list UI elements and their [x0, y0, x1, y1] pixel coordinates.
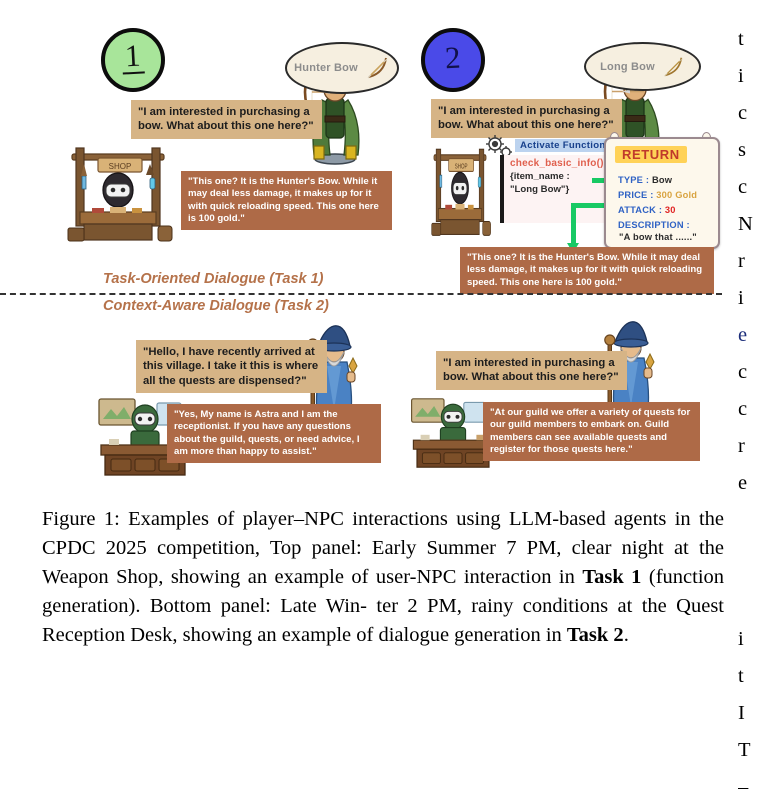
- right-column-line-12: r: [738, 435, 745, 457]
- return-value-attack: 30: [664, 205, 676, 215]
- right-column-line-11: c: [738, 398, 748, 420]
- bow-icon: [664, 57, 683, 77]
- right-column-line-13: e: [738, 472, 748, 494]
- caption-line-7-pre: showing an example of dialogue generatio…: [182, 624, 567, 647]
- right-column-line-16: I: [738, 702, 745, 724]
- merchant-stall-icon: SHOP: [431, 148, 491, 236]
- caption-task-1-bold: Task 1: [582, 566, 642, 589]
- function-arg-line-2: "Long Bow"}: [510, 184, 570, 195]
- panel-2-user-dialogue: "I am interested in purchasing a bow. Wh…: [431, 99, 622, 138]
- function-call-body: check_basic_info() {item_name : "Long Bo…: [500, 155, 620, 223]
- return-row-price: PRICE : 300 Gold: [618, 190, 697, 200]
- return-key-attack: ATTACK :: [618, 205, 663, 215]
- task-1-label: Task-Oriented Dialogue (Task 1): [103, 271, 324, 287]
- return-value-price: 300 Gold: [656, 190, 698, 200]
- figure-1-graphic: 1 Hunter Bow "I am: [0, 28, 722, 476]
- function-name: check_basic_info(): [510, 158, 604, 169]
- panel-2-item-label: Long Bow: [600, 60, 655, 73]
- right-column-line-6: N: [738, 213, 753, 235]
- right-column-line-18: –: [738, 776, 749, 792]
- arrow-return-to-dialogue-v: [571, 203, 576, 245]
- panel-2-number-badge: 2: [421, 28, 485, 92]
- bow-icon: [367, 57, 388, 79]
- caption-line-5-rest: (function generation). Bottom panel: Lat…: [42, 566, 725, 618]
- return-key-price: PRICE :: [618, 190, 654, 200]
- panel-2-npc-dialogue: "This one? It is the Hunter's Bow. While…: [460, 247, 714, 294]
- caption-line-3: panel: Early Summer 7 PM, clear night at…: [42, 537, 724, 589]
- task-2-label: Context-Aware Dialogue (Task 2): [103, 298, 329, 314]
- return-description-quote: "A bow that ......": [619, 232, 697, 242]
- panel-3-user-dialogue: "Hello, I have recently arrived at this …: [136, 340, 327, 394]
- panel-divider: [0, 293, 722, 295]
- panel-1-item-label: Hunter Bow: [294, 62, 358, 74]
- caption-line-4: Shop, showing an example of user-NPC int…: [116, 566, 575, 589]
- panel-4-npc-dialogue: "At our guild we offer a variety of ques…: [483, 402, 700, 462]
- return-card-title: RETURN: [615, 146, 687, 163]
- panel-2-number: 2: [444, 39, 462, 76]
- panel-4-user-dialogue: "I am interested in purchasing a bow. Wh…: [436, 351, 627, 390]
- right-column-line-4: s: [738, 139, 746, 161]
- right-column-line-10: c: [738, 361, 748, 383]
- merchant-stall-icon: SHOP: [67, 147, 173, 242]
- panel-2-item-bubble: Long Bow: [584, 42, 701, 91]
- panel-1-user-dialogue: "I am interested in purchasing a bow. Wh…: [131, 100, 322, 139]
- arrow-return-to-dialogue-h: [571, 203, 617, 208]
- caption-line-6: ter 2 PM, rainy conditions at the Quest …: [42, 595, 725, 647]
- panel-1-npc-dialogue: "This one? It is the Hunter's Bow. While…: [181, 171, 392, 231]
- panel-1-number-badge: 1: [101, 28, 165, 92]
- caption-task-2-bold: Task 2: [566, 624, 624, 647]
- figure-caption: Figure 1: Examples of player–NPC interac…: [42, 505, 724, 651]
- right-column-line-9: e: [738, 324, 748, 346]
- reception-desk-icon: [98, 398, 190, 476]
- reception-desk-icon: [411, 398, 494, 468]
- right-column-line-7: r: [738, 250, 745, 272]
- right-column-line-15: t: [738, 665, 744, 687]
- activate-function-header: Activate Function: [515, 139, 611, 152]
- return-key-type: TYPE :: [618, 175, 650, 185]
- right-column-line-8: i: [738, 287, 744, 309]
- panel-1-number: 1: [121, 38, 145, 76]
- right-column-line-1: t: [738, 28, 744, 50]
- return-card: RETURN TYPE : Bow PRICE : 300 Gold ATTAC…: [604, 137, 720, 249]
- right-column-line-14: i: [738, 628, 744, 650]
- return-row-type: TYPE : Bow: [618, 175, 672, 185]
- arrow-function-to-return: [592, 178, 608, 183]
- svg-text:SHOP: SHOP: [109, 162, 132, 171]
- caption-line-7-post: .: [623, 624, 629, 647]
- caption-line-1: Figure 1: Examples of player–NPC interac…: [42, 508, 501, 530]
- caption-line-2: LLM-based agents in the CPDC 2025 compet…: [42, 508, 725, 560]
- panel-3-npc-dialogue: "Yes, My name is Astra and I am the rece…: [167, 404, 381, 464]
- right-column-line-17: T: [738, 739, 751, 761]
- right-column-line-2: i: [738, 65, 744, 87]
- panel-1-item-bubble: Hunter Bow: [285, 42, 399, 94]
- return-key-description: DESCRIPTION :: [618, 220, 690, 230]
- function-arg-line-1: {item_name :: [510, 171, 570, 182]
- svg-text:SHOP: SHOP: [455, 163, 468, 171]
- right-column-line-3: c: [738, 102, 748, 124]
- return-value-type: Bow: [651, 175, 673, 185]
- return-row-attack: ATTACK : 30: [618, 205, 676, 215]
- return-row-description: DESCRIPTION :: [618, 220, 690, 230]
- wizard-character-icon: [307, 325, 358, 420]
- right-column-line-5: c: [738, 176, 748, 198]
